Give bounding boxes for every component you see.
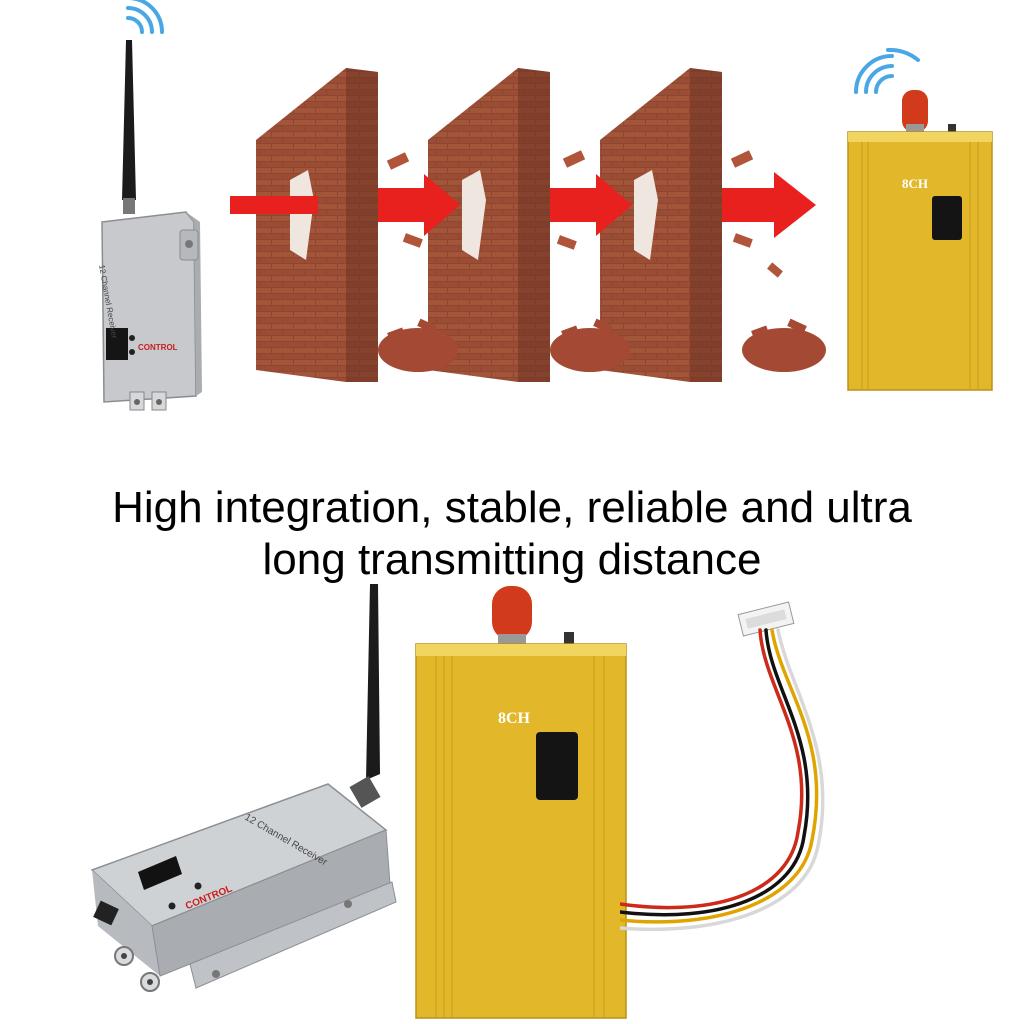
receiver-bottom-graphic [90, 584, 397, 992]
flying-bricks [386, 150, 783, 278]
signal-wave-icon [126, 0, 164, 34]
transmitter-bottom-channel-label: 8CH [498, 710, 530, 727]
wire-harness-graphic [620, 601, 825, 932]
receiver-top-graphic [101, 0, 202, 411]
signal-arrow-icon [230, 172, 816, 238]
wall-penetration-scene [228, 60, 828, 390]
brick-wall-2 [428, 68, 550, 382]
headline: High integration, stable, reliable and u… [0, 482, 1024, 586]
receiver-top: 12 Channel Receiver CONTROL [90, 0, 220, 420]
headline-line-2: long transmitting distance [262, 535, 762, 584]
headline-line-1: High integration, stable, reliable and u… [112, 483, 912, 532]
antenna-icon [122, 40, 136, 200]
receiver-bottom: 12 Channel Receiver CONTROL [80, 584, 400, 1024]
transmitter-bottom-graphic [415, 586, 627, 1019]
transmitter-bottom: 8CH [412, 584, 632, 1024]
transmitter-top-channel-label: 8CH [902, 176, 928, 191]
transmitter-top: 8CH [842, 40, 1002, 396]
rubble-pile-2 [550, 318, 630, 372]
receiver-top-control-label: CONTROL [138, 343, 178, 352]
rubble-pile-3 [742, 318, 826, 372]
wall-penetration-graphic [230, 68, 826, 382]
transmitter-top-graphic [847, 47, 993, 391]
wire-harness [620, 600, 840, 950]
brick-wall-3 [600, 68, 722, 382]
connector-plug-icon [737, 601, 795, 637]
antenna-icon [902, 90, 928, 132]
antenna-icon [492, 586, 532, 640]
signal-wave-icon [854, 47, 920, 94]
rubble-pile-1 [378, 318, 458, 372]
antenna-icon [366, 584, 380, 780]
brick-wall-1 [256, 68, 378, 382]
